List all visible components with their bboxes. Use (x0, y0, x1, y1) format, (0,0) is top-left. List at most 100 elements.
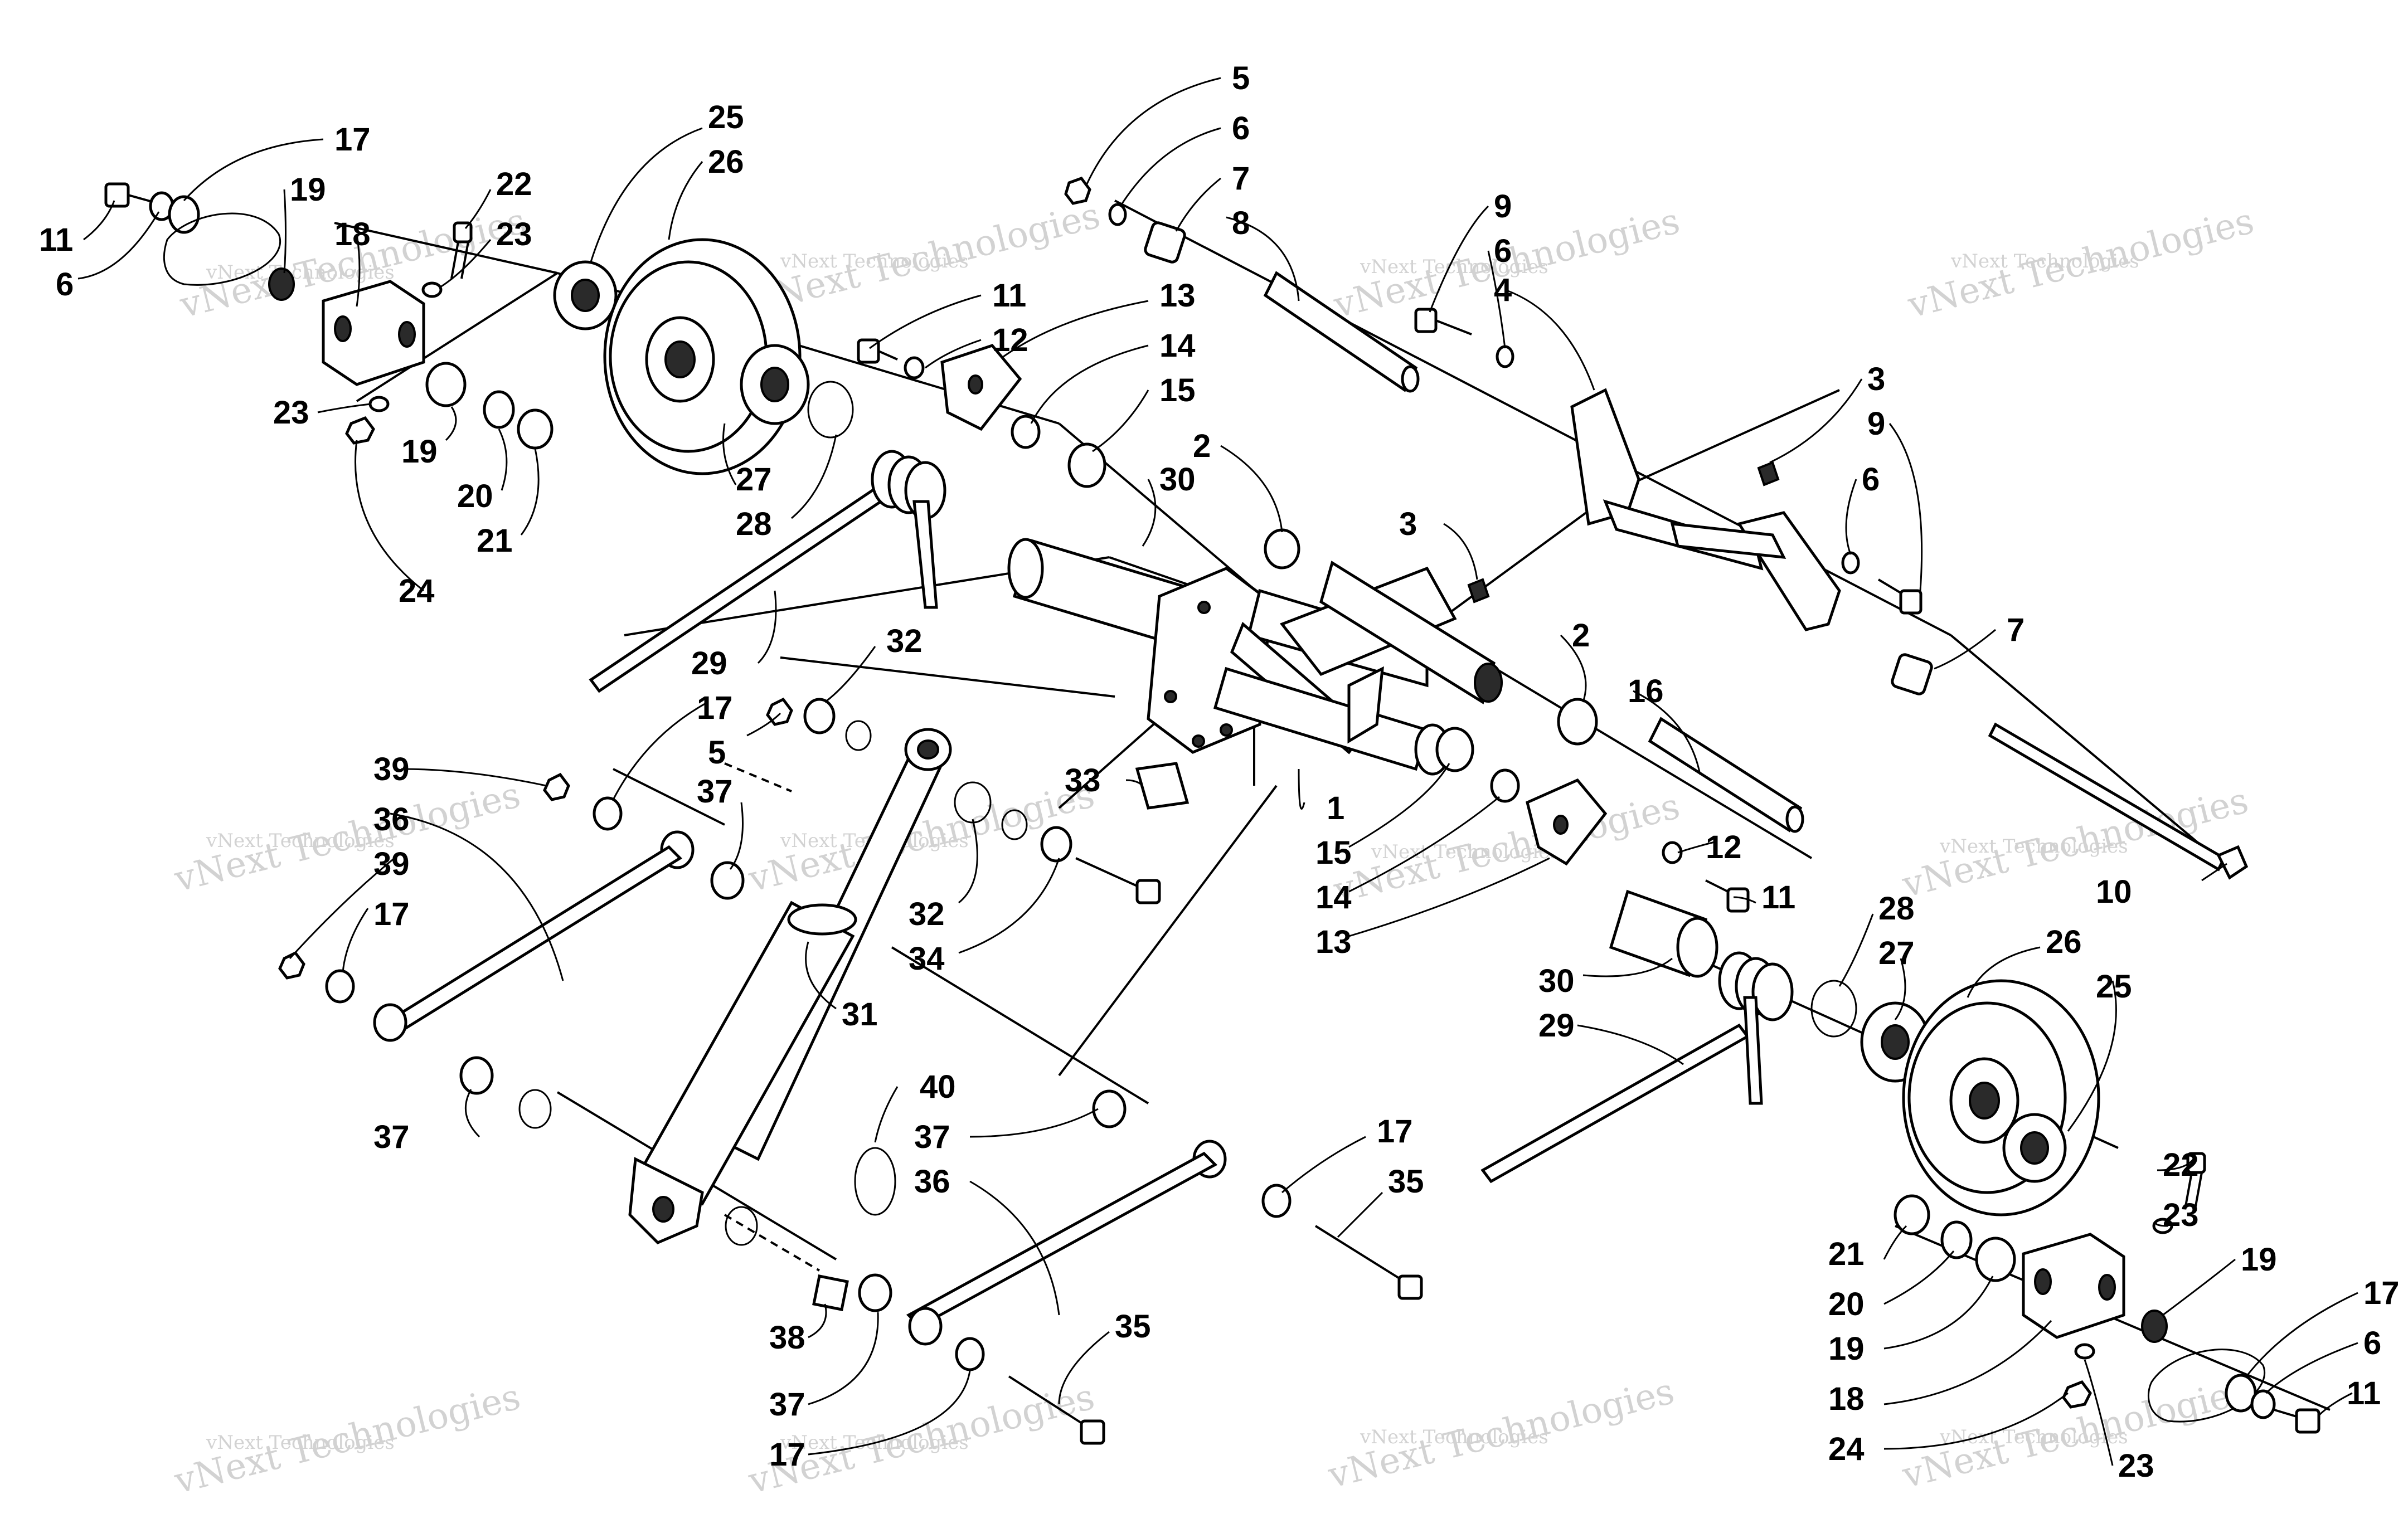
callout-label: 38 (769, 1320, 805, 1356)
callout-label: 27 (736, 461, 772, 498)
callout-label: 6 (1494, 233, 1512, 269)
bushing-19-right-upper (2141, 1310, 2168, 1343)
rod-8 (1263, 271, 1420, 393)
o-ring-40 (854, 1147, 896, 1216)
left-link-assembly (278, 772, 745, 1129)
front-arm-1 (1147, 561, 1503, 776)
right-pivot-assembly (1894, 1152, 2320, 1434)
idler-wheel-26-right (1902, 979, 2100, 1216)
snap-ring-28-left (807, 381, 854, 439)
callout-label: 28 (736, 506, 772, 542)
callout-label: 2 (1572, 617, 1590, 654)
spacer-25-right (2002, 1113, 2067, 1183)
callout-label: 19 (1828, 1331, 1865, 1367)
callout-label: 35 (1115, 1308, 1151, 1345)
callout-label: 13 (1315, 924, 1352, 960)
callout-label: 11 (39, 222, 73, 258)
callout-label: 36 (914, 1164, 950, 1200)
washer-6-bottom-right (2250, 1389, 2276, 1419)
callout-label: 5 (708, 734, 726, 771)
rear-arm-4 (1570, 388, 1841, 631)
washer-20-right (1940, 1220, 1973, 1259)
washer-17-mid (1261, 1184, 1292, 1218)
callout-label: 19 (401, 434, 438, 470)
nut-24-left (345, 416, 375, 445)
watermark: vNext Technologies vNext Technologies (750, 195, 1104, 321)
callout-label: 1 (1327, 790, 1344, 826)
callout-labels: 11 6 17 19 18 22 23 25 26 23 19 20 21 24… (39, 60, 2400, 1484)
callout-label: 7 (2007, 612, 2025, 648)
svg-text:vNext Technologies: vNext Technologies (206, 830, 395, 852)
leader-lines (77, 77, 2358, 1466)
svg-text:vNext Technologies: vNext Technologies (206, 1432, 395, 1454)
callout-label: 15 (1159, 372, 1196, 408)
watermarks: vNext Technologies vNext Technologies vN… (170, 195, 2258, 1502)
callout-label: 25 (2096, 968, 2132, 1005)
callout-label: 21 (1828, 1236, 1865, 1272)
bolt-11-left (104, 182, 157, 208)
washer-23-lower-left (368, 396, 390, 412)
bushing-7-right (1891, 653, 1933, 695)
bearing-27-left (740, 344, 810, 425)
lower-link-assembly (725, 1089, 1423, 1445)
bushing-14-upper (1011, 415, 1041, 449)
callout-label: 9 (1494, 188, 1512, 225)
washer-17-upper (593, 796, 623, 831)
svg-text:vNext Technologies: vNext Technologies (1371, 841, 1560, 863)
bushing-19-upper-left (268, 267, 295, 301)
callout-label: 17 (334, 121, 371, 158)
svg-text:vNext Technologies: vNext Technologies (1360, 256, 1548, 278)
callout-label: 20 (457, 478, 493, 514)
callout-label: 26 (2046, 924, 2082, 960)
callout-label: 23 (2163, 1197, 2199, 1233)
pivot-block-18-right (2022, 1233, 2125, 1339)
watermark: vNext Technologies vNext Technologies (1904, 201, 2258, 327)
watermark: vNext Technologies vNext Technologies (170, 775, 525, 901)
link-36-left (388, 845, 682, 1033)
grease-fitting-3-right (1757, 461, 1780, 486)
callout-label: 23 (273, 395, 309, 431)
callout-label: 37 (373, 1119, 410, 1155)
bushing-37-bottom (858, 1273, 892, 1312)
seal-lower (725, 1206, 758, 1246)
bushing-14-right (1490, 768, 1520, 803)
bolt-9-upper (1414, 308, 1472, 335)
callout-label: 30 (1159, 461, 1196, 498)
watermark: vNext Technologies vNext Technologies (170, 1376, 525, 1502)
callout-label: 24 (399, 573, 435, 609)
svg-text:vNext Technologies: vNext Technologies (1939, 1426, 2128, 1448)
bolt-9-right (1877, 578, 1922, 615)
callout-label: 18 (1828, 1381, 1865, 1417)
torsion-spring-29-left (589, 450, 946, 693)
callout-label: 10 (2096, 874, 2132, 910)
middle-hardware (766, 697, 1190, 904)
washer-17-bottom (955, 1337, 985, 1371)
bushing-32-lower (1040, 826, 1072, 863)
washer-6-mid (1496, 345, 1514, 368)
washer-6-right (1841, 551, 1860, 575)
callout-label: 11 (992, 278, 1026, 314)
callout-label: 6 (2363, 1325, 2381, 1361)
spacer-30-right (1609, 889, 1718, 978)
snap-ring-32-upper (845, 720, 872, 751)
svg-text:vNext Technologies: vNext Technologies (1360, 1426, 1548, 1448)
bolt-11-right (1705, 879, 1750, 913)
bolt-34 (1075, 857, 1161, 904)
callout-label: 37 (697, 773, 733, 810)
callout-label: 5 (1232, 60, 1250, 96)
nut-39-upper (543, 772, 570, 801)
callout-label: 2 (1193, 428, 1211, 464)
spacer-21-right (1894, 1194, 1930, 1235)
bracket-13-upper (940, 344, 1022, 431)
snap-ring-28-right (1810, 980, 1857, 1038)
washer-6-upper (1108, 203, 1127, 226)
washer-20-left (483, 390, 515, 429)
callout-label: 32 (909, 896, 945, 932)
svg-text:vNext Technologies: vNext Technologies (206, 261, 395, 284)
callout-label: 3 (1867, 361, 1885, 397)
shock-absorber-31 (628, 728, 952, 1244)
bushing-37-lower (459, 1056, 494, 1095)
callout-label: 9 (1867, 406, 1885, 442)
spacer-21-left (517, 408, 554, 450)
